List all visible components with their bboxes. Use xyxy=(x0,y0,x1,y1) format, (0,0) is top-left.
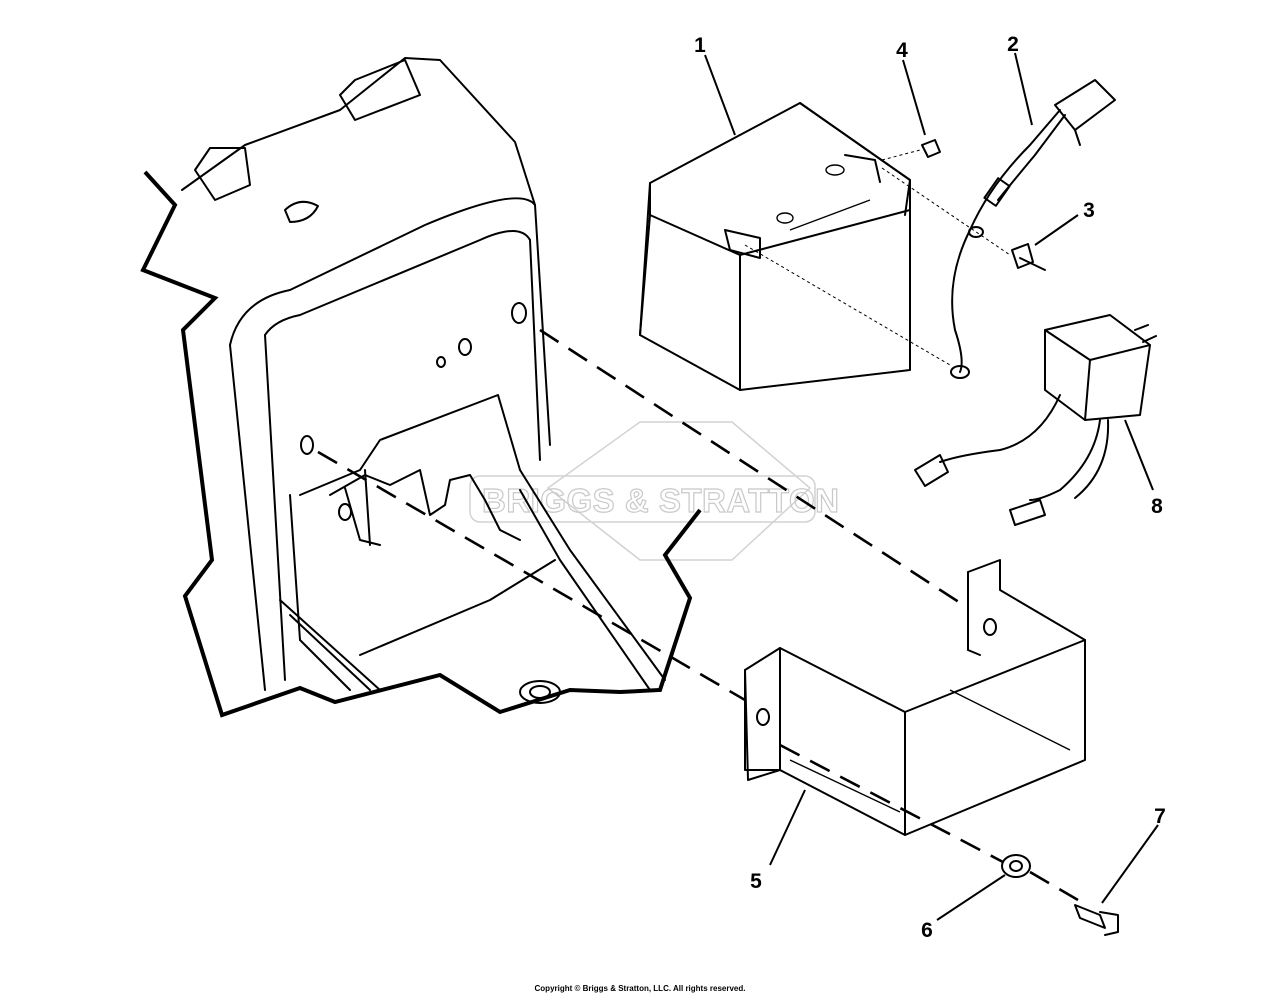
battery xyxy=(639,102,911,391)
brand-watermark: BRIGGS & STRATTON xyxy=(469,421,840,561)
callout-1: 1 xyxy=(694,34,706,57)
mounting-frame xyxy=(140,57,702,718)
callout-3: 3 xyxy=(1083,199,1095,222)
assembly-lines xyxy=(317,149,1079,902)
charger xyxy=(914,314,1157,526)
callout-2: 2 xyxy=(1007,33,1019,56)
callout-7: 7 xyxy=(1154,805,1166,828)
callout-leaders xyxy=(704,52,1159,921)
battery-holder xyxy=(744,559,1086,836)
battery-cable xyxy=(950,79,1116,379)
callout-4: 4 xyxy=(896,39,908,62)
callout-8: 8 xyxy=(1151,495,1163,518)
bolt xyxy=(1074,904,1119,936)
callout-5: 5 xyxy=(750,870,762,893)
washer xyxy=(1001,854,1031,878)
nut xyxy=(921,139,941,158)
screw xyxy=(1011,243,1046,271)
watermark-text: BRIGGS & STRATTON xyxy=(482,482,839,519)
copyright-notice: Copyright © Briggs & Stratton, LLC. All … xyxy=(534,984,746,993)
callout-6: 6 xyxy=(921,919,933,942)
